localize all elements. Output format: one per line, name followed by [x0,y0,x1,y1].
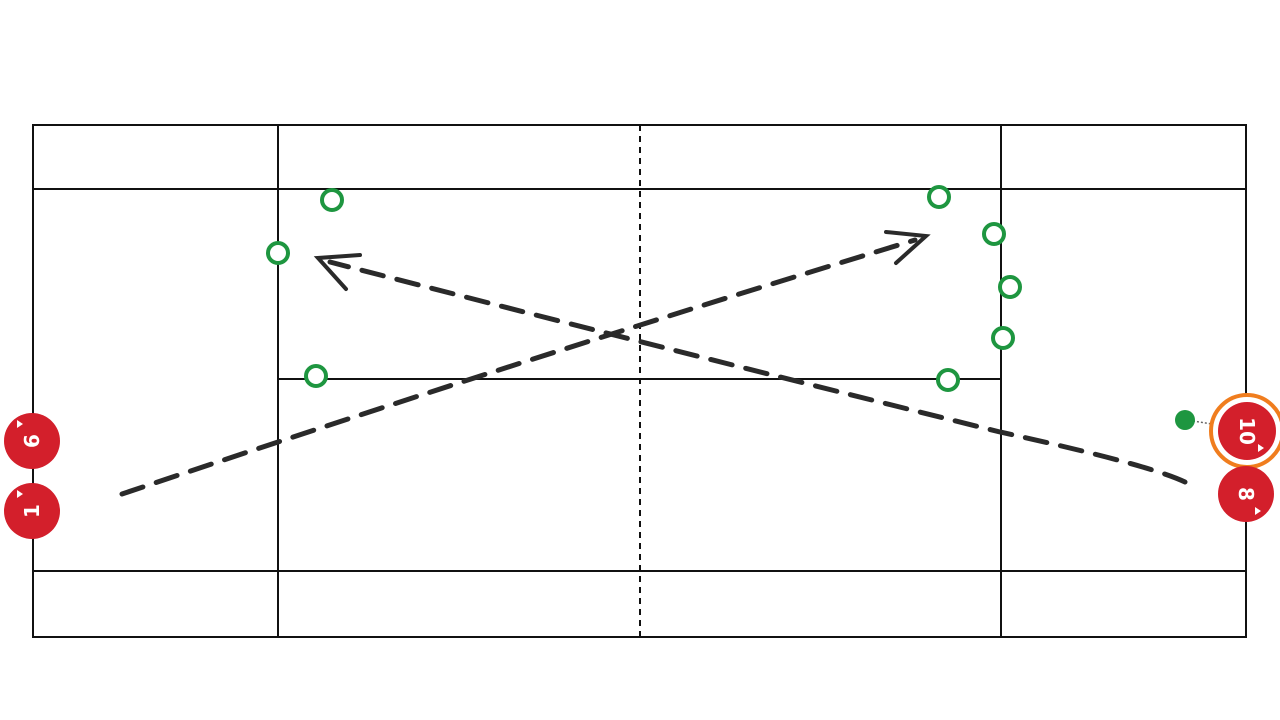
direction-icon [1255,507,1261,515]
path-cross-left [327,259,1188,485]
arrowhead-left-icon [313,253,362,291]
target-markers [266,185,1022,392]
target-marker[interactable] [266,241,290,265]
player-label: 8 [1234,487,1258,501]
direction-icon [17,490,23,498]
player-label: 10 [1235,417,1259,445]
ball-link [1192,420,1213,425]
player-token-1[interactable]: 1 [4,483,60,539]
player-token-10[interactable]: 10 [1209,393,1280,469]
arrowhead-right-icon [884,230,931,265]
target-marker[interactable] [936,368,960,392]
target-marker[interactable] [320,188,344,212]
ball[interactable] [1175,410,1195,430]
direction-icon [17,420,23,428]
direction-icon [1258,444,1264,452]
movement-paths [119,230,1188,497]
target-marker[interactable] [998,275,1022,299]
player-token-8[interactable]: 8 [1218,466,1274,522]
target-marker[interactable] [991,326,1015,350]
player-label: 1 [20,504,44,518]
player-token-6[interactable]: 6 [4,413,60,469]
target-marker[interactable] [982,222,1006,246]
target-marker[interactable] [304,364,328,388]
path-cross-right [119,237,918,497]
player-label: 6 [20,434,44,448]
target-marker[interactable] [927,185,951,209]
court [32,124,1247,638]
